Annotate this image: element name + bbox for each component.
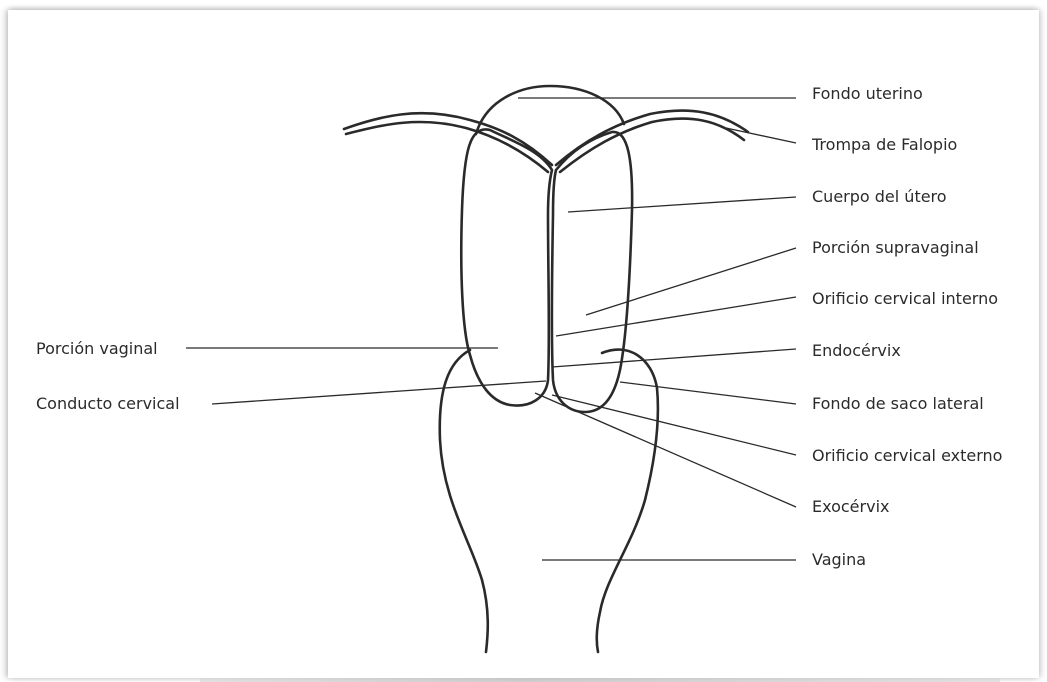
label-fondo-uterino: Fondo uterino (812, 84, 923, 103)
leader-orificio-cervical-interno (556, 297, 796, 336)
label-vagina: Vagina (812, 550, 866, 569)
leader-porcion-supravaginal (586, 248, 796, 315)
leader-endocervix (552, 349, 796, 367)
vagina-right-wall (597, 350, 658, 652)
label-orificio-cervical-interno: Orificio cervical interno (812, 289, 998, 308)
fallopian-tube-left-lower (346, 122, 548, 172)
fallopian-tube-right-lower (560, 119, 744, 172)
vagina-left-wall (440, 350, 488, 652)
label-porcion-vaginal: Porción vaginal (36, 339, 158, 358)
label-endocervix: Endocérvix (812, 341, 901, 360)
leader-fondo-de-saco-lateral (620, 382, 796, 404)
fallopian-tube-right-upper (556, 111, 748, 165)
label-conducto-cervical: Conducto cervical (36, 394, 180, 413)
leader-exocervix (535, 393, 796, 507)
fundus-dome (476, 86, 624, 134)
leader-orificio-cervical-externo (552, 395, 796, 455)
label-porcion-supravaginal: Porción supravaginal (812, 238, 979, 257)
label-exocervix: Exocérvix (812, 497, 889, 516)
label-trompa-de-falopio: Trompa de Falopio (811, 135, 957, 154)
fallopian-tube-left-upper (344, 113, 552, 165)
leader-cuerpo-del-utero (568, 197, 796, 212)
uterus-right-body (552, 132, 632, 412)
label-cuerpo-del-utero: Cuerpo del útero (812, 187, 947, 206)
label-fondo-de-saco-lateral: Fondo de saco lateral (812, 394, 984, 413)
uterus-left-body (461, 129, 552, 405)
label-orificio-cervical-externo: Orificio cervical externo (812, 446, 1002, 465)
bottom-edge-strip (200, 678, 1000, 682)
